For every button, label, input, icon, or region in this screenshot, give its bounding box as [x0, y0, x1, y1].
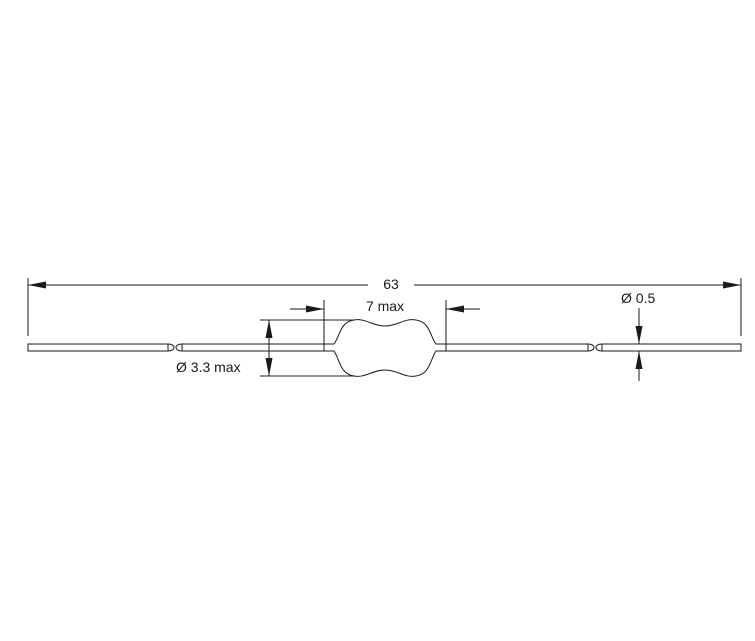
lead-diameter-arrow-bottom — [635, 351, 643, 369]
resistor-body — [323, 319, 447, 377]
body-diameter-dimension: Ø 3.3 max — [176, 319, 354, 377]
overall-length-dimension: 63 — [27, 276, 742, 336]
body-diameter-arrow-top — [265, 320, 273, 338]
body-length-dimension: 7 max — [290, 298, 480, 344]
lead-diameter-arrow-top — [635, 326, 643, 344]
lead-right-inner — [445, 343, 589, 352]
arrow-left — [28, 281, 46, 289]
lead-right-outer — [601, 343, 742, 352]
body-length-label: 7 max — [366, 298, 404, 314]
overall-length-label: 63 — [383, 276, 399, 292]
lead-left-outer — [27, 343, 169, 352]
lead-diameter-label: Ø 0.5 — [621, 290, 655, 306]
arrow-right — [723, 281, 741, 289]
body-diameter-label: Ø 3.3 max — [176, 359, 241, 375]
lead-break-left — [167, 343, 183, 352]
body-arrow-right — [446, 305, 464, 313]
body-diameter-arrow-bottom — [265, 358, 273, 376]
body-arrow-left — [306, 305, 324, 313]
lead-diameter-dimension: Ø 0.5 — [621, 290, 655, 381]
lead-break-right — [587, 343, 603, 352]
lead-left-inner — [181, 343, 325, 352]
